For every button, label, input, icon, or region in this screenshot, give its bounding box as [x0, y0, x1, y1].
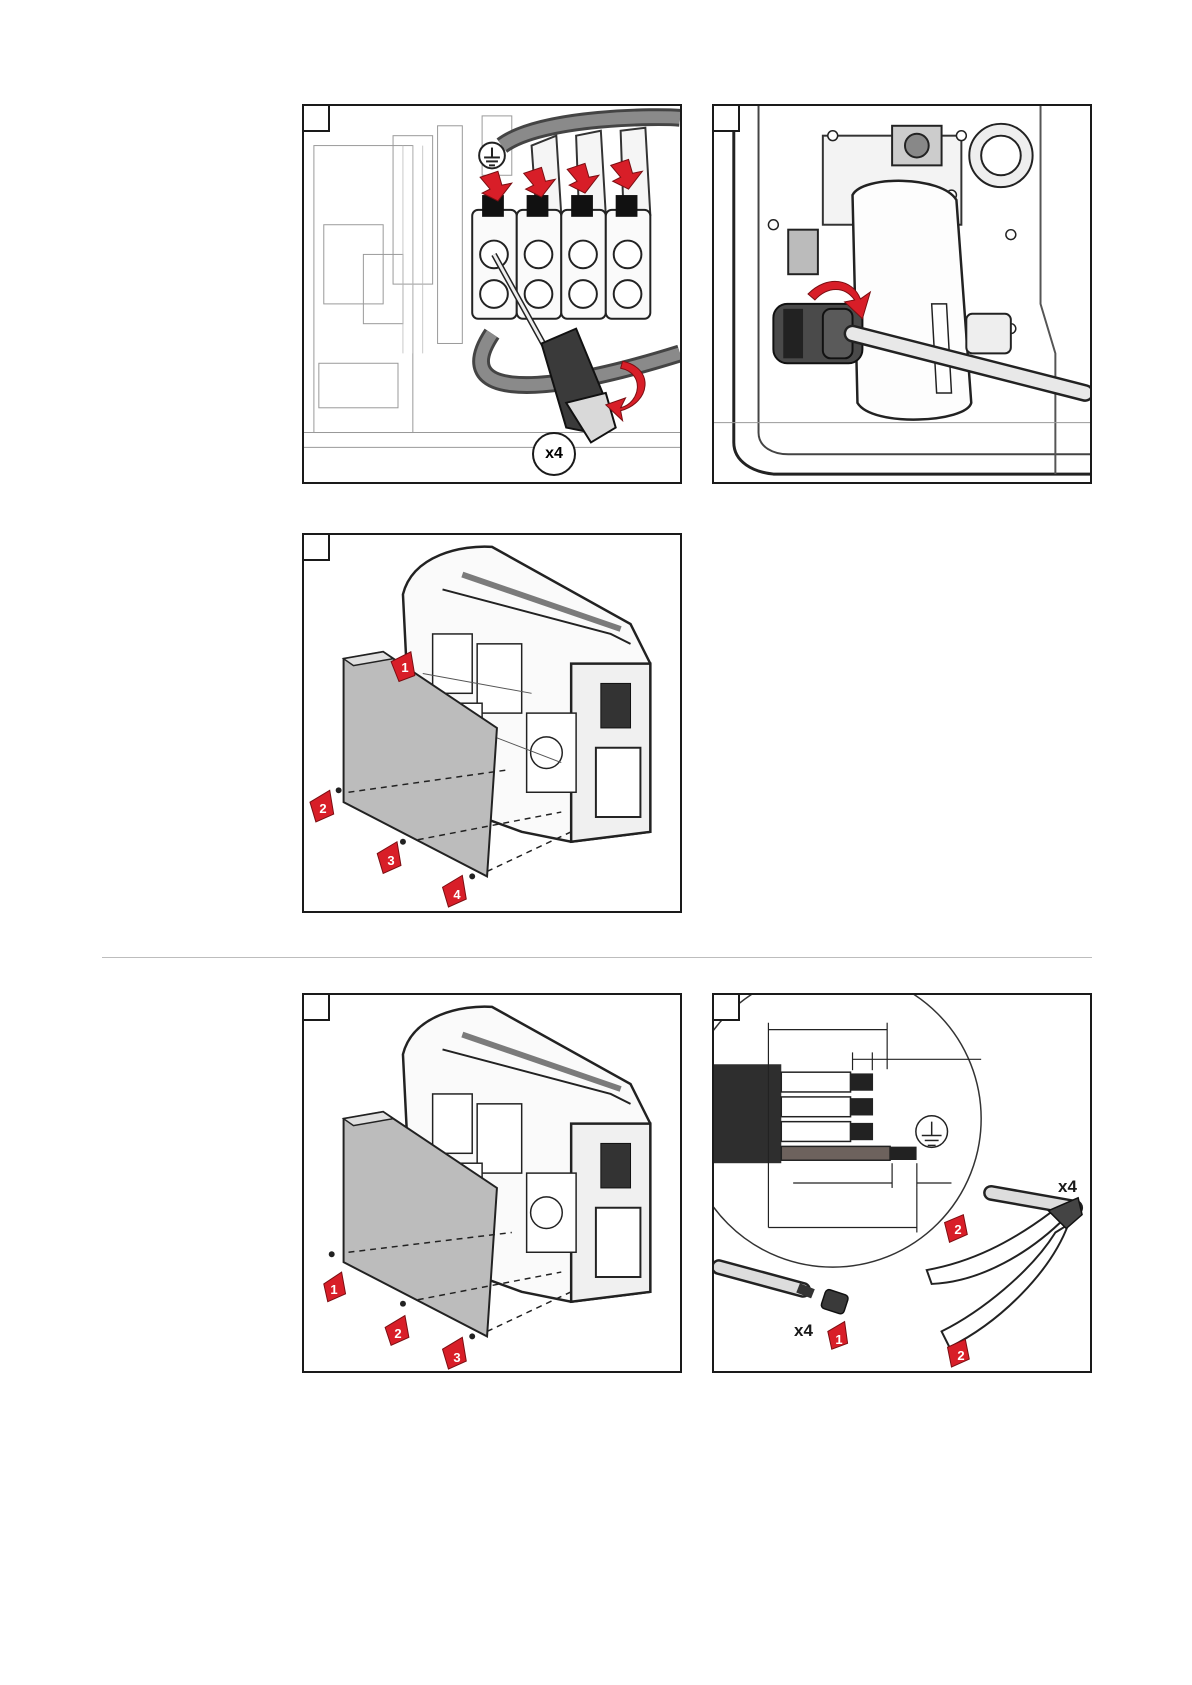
side-panel-illustration — [304, 535, 680, 911]
count-label-pliers: x4 — [1058, 1177, 1077, 1197]
count-label: x4 — [532, 432, 576, 476]
step-badge-1: 1 — [831, 1332, 847, 1348]
figure-side-panel-mount: 1 2 3 — [302, 993, 682, 1373]
step-badge-4: 4 — [449, 887, 465, 903]
step-badge-1: 1 — [397, 660, 413, 676]
step-badge-2a: 2 — [950, 1222, 966, 1238]
terminal-illustration — [304, 106, 680, 482]
strain-relief-illustration — [714, 106, 1090, 482]
count-label-ferrule: x4 — [794, 1321, 813, 1341]
step-badge-2: 2 — [315, 801, 331, 817]
section-divider — [102, 957, 1092, 958]
step-number-box — [304, 535, 330, 561]
push-arrow-icon — [480, 159, 642, 201]
step-badge-1: 1 — [326, 1282, 342, 1298]
ground-symbol-icon — [916, 1116, 948, 1148]
step-number-box — [304, 995, 330, 1021]
step-badge-3: 3 — [449, 1350, 465, 1366]
figure-side-panel-removal: 1 2 3 4 — [302, 533, 682, 913]
step-badge-2b: 2 — [953, 1348, 969, 1364]
cable-ferrule-illustration — [714, 995, 1090, 1371]
figure-terminal-screwdriver: x4 — [302, 104, 682, 484]
figure-cable-ferrules: x4 x4 1 2 2 — [712, 993, 1092, 1373]
figure-strain-relief — [712, 104, 1092, 484]
step-number-box — [714, 106, 740, 132]
step-badge-2: 2 — [390, 1326, 406, 1342]
ground-symbol-icon — [479, 143, 505, 169]
step-number-box — [714, 995, 740, 1021]
step-number-box — [304, 106, 330, 132]
step-badge-3: 3 — [383, 853, 399, 869]
side-panel-mount-illustration — [304, 995, 680, 1371]
